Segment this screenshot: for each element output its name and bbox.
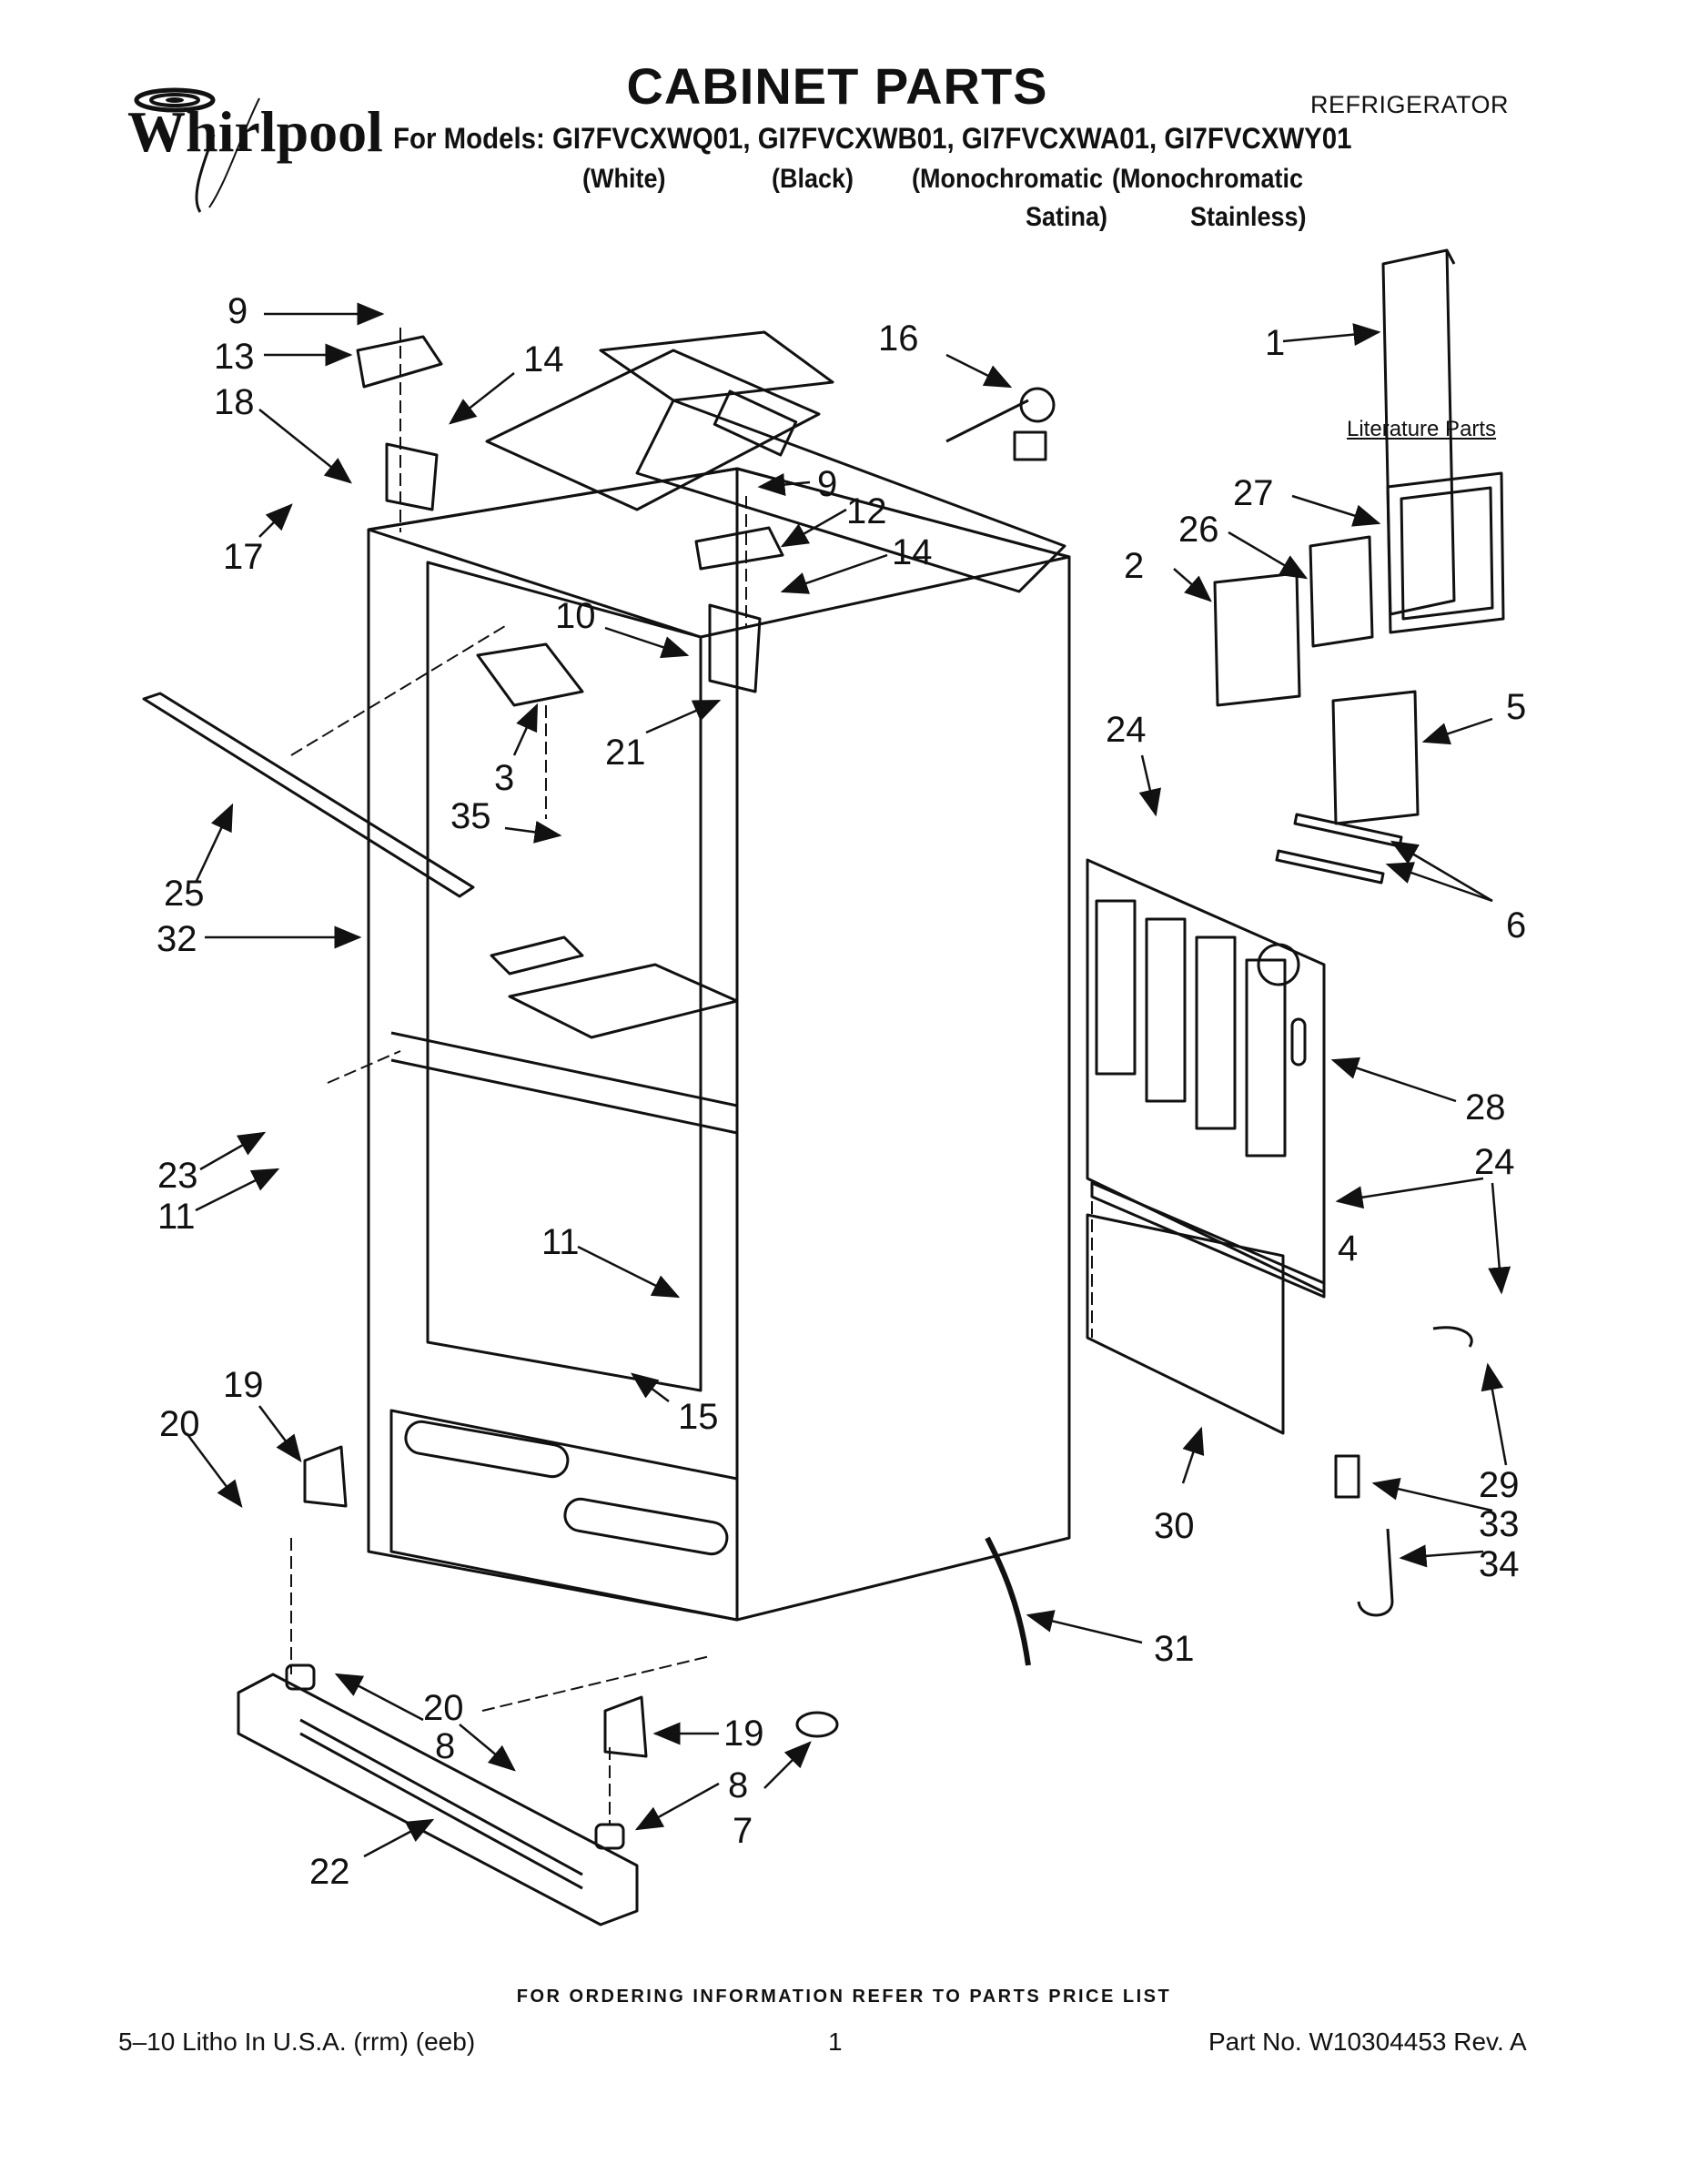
callout-33: 33 [1479,1504,1520,1544]
callout-31: 31 [1154,1629,1195,1669]
callout-12: 12 [846,491,887,531]
callout-21: 21 [605,733,646,773]
variant-mono-satina-line1: (Monochromatic [912,164,1104,194]
callout-7: 7 [733,1811,753,1851]
hinge-cover-right [694,526,784,571]
water-fitting [945,387,1056,461]
callout-23: 23 [157,1156,198,1196]
leveler-foot-left [285,1663,316,1691]
center-bracket [476,642,584,707]
callout-1: 1 [1265,323,1285,363]
callout-27: 27 [1233,473,1274,513]
callout-11: 11 [157,1197,196,1237]
callout-17: 17 [223,537,264,577]
variant-mono-stainless-line2: Stainless) [1190,202,1307,232]
callout-4: 4 [1338,1228,1358,1269]
callout-11: 11 [541,1222,580,1262]
literature-parts-label: Literature Parts [1347,417,1497,441]
litho-info: 5–10 Litho In U.S.A. (rrm) (eeb) [118,2027,476,2056]
callout-16: 16 [878,318,919,359]
variant-white: (White) [582,164,666,194]
callout-34: 34 [1479,1544,1520,1584]
callout-35: 35 [450,796,491,836]
page-number: 1 [828,2027,843,2056]
callout-24: 24 [1106,710,1147,750]
access-grille [1086,858,1326,1294]
grommet [795,1711,839,1738]
callout-8: 8 [435,1726,455,1766]
cord-clamp [1432,1326,1473,1348]
power-cord [985,1536,1031,1666]
front-rail [142,692,475,898]
callout-18: 18 [214,382,255,422]
part-number: Part No. W10304453 Rev. A [1208,2027,1527,2056]
thermistor [1357,1528,1394,1617]
cabinet-top-assembly [485,330,1066,593]
callout-6: 6 [1506,905,1526,945]
appliance-category: REFRIGERATOR [1310,91,1510,118]
bottom-hinge-left [303,1445,348,1508]
callout-2: 2 [1124,546,1144,586]
hinge-bracket-top-right [708,603,762,693]
svg-text:Whirlpool: Whirlpool [127,99,383,164]
variant-mono-stainless-line1: (Monochromatic [1112,164,1304,194]
callout-20: 20 [423,1688,464,1728]
control-board-2 [1213,571,1301,707]
callout-28: 28 [1465,1087,1506,1127]
callout-9: 9 [227,291,248,331]
variant-mono-satina-line2: Satina) [1026,202,1108,232]
board-shield [1309,535,1374,648]
callout-5: 5 [1506,687,1526,727]
callout-15: 15 [678,1397,719,1437]
callout-14: 14 [523,339,564,379]
hinge-cover-left [356,335,443,389]
ordering-note: FOR ORDERING INFORMATION REFER TO PARTS … [516,1987,1172,2007]
callout-22: 22 [309,1852,350,1892]
callout-8: 8 [728,1765,748,1805]
brand-logo: Whirlpool [127,80,391,217]
callout-19: 19 [723,1714,764,1754]
control-cover [1386,471,1505,634]
models-list: For Models: GI7FVCXWQ01, GI7FVCXWB01, GI… [393,122,1352,155]
trim-strip-lower [1275,849,1385,885]
thermistor-clip [1334,1454,1360,1499]
callout-26: 26 [1178,510,1219,550]
callout-30: 30 [1154,1506,1195,1546]
bottom-hinge-right [603,1695,648,1758]
control-board-5 [1331,690,1420,825]
callout-19: 19 [223,1365,264,1405]
callout-25: 25 [164,874,205,914]
callout-20: 20 [159,1404,200,1444]
hinge-bracket-top-left [385,442,439,511]
page-title: CABINET PARTS [626,57,1048,115]
callout-32: 32 [157,919,197,959]
variant-black: (Black) [772,164,854,194]
toe-grille [237,1673,639,1926]
callout-3: 3 [494,758,514,798]
callout-9: 9 [817,464,837,504]
callout-13: 13 [214,337,255,377]
callout-14: 14 [892,532,933,572]
callout-29: 29 [1479,1465,1520,1505]
callout-24: 24 [1474,1142,1515,1182]
callout-10: 10 [555,596,596,636]
rear-panel [1086,1213,1285,1435]
cabinet-shell [367,467,1071,1622]
